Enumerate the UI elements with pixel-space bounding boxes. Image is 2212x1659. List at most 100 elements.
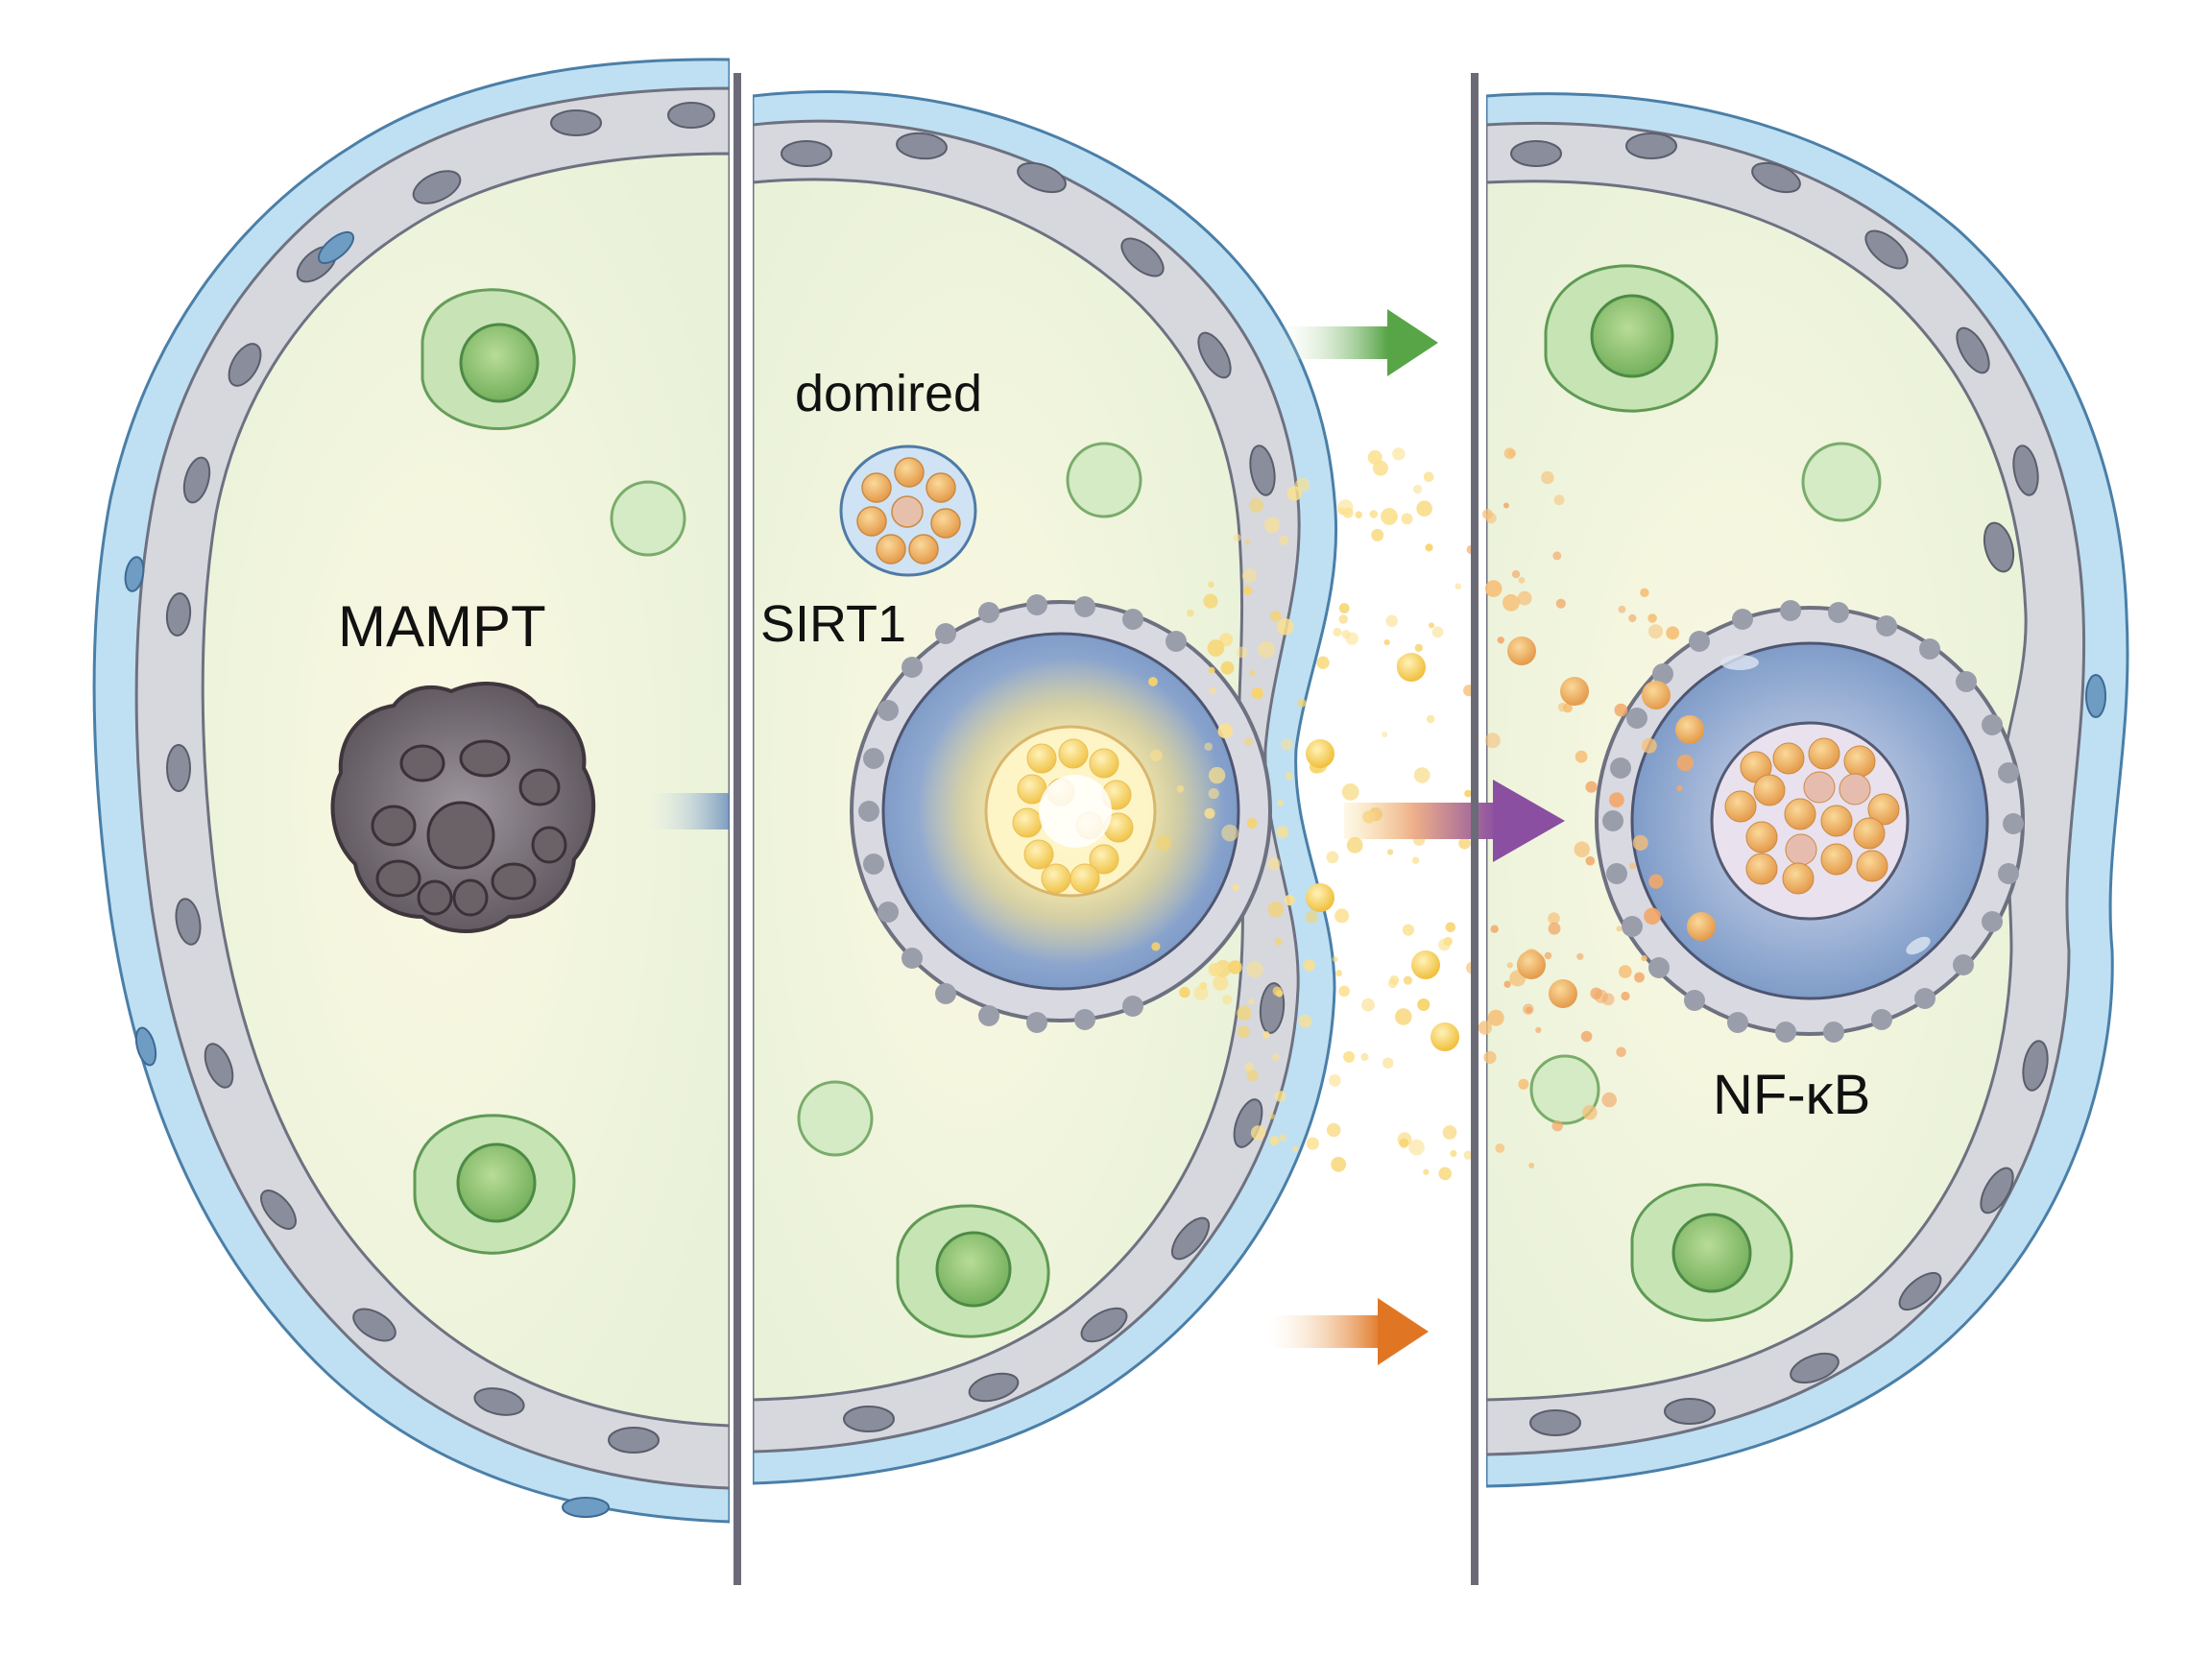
panel-middle: domired SIRT1: [753, 90, 1438, 1485]
granule: [1411, 856, 1420, 864]
granule: [1387, 978, 1398, 989]
granule: [1249, 669, 1256, 677]
granulosa-nuclei: [858, 594, 1187, 1033]
granule: [1298, 1014, 1312, 1028]
granule: [1485, 512, 1497, 524]
panel-right: NF-κB: [1486, 92, 2129, 1488]
granule: [1648, 624, 1663, 639]
granule: [1244, 1062, 1254, 1072]
granule: [1644, 907, 1661, 926]
granule: [1333, 627, 1342, 637]
granule: [1326, 851, 1339, 864]
label-sirt1: SIRT1: [760, 595, 906, 653]
granule: [1361, 998, 1375, 1012]
granule: [1326, 1122, 1341, 1138]
green-cell: [797, 1080, 874, 1157]
granule: [1155, 835, 1171, 852]
granule: [1484, 733, 1501, 749]
granule: [1270, 611, 1282, 622]
granule-large: [1397, 653, 1426, 682]
granule: [1392, 447, 1406, 461]
granule-large: [1411, 950, 1440, 979]
granule: [1209, 686, 1216, 695]
granule: [1305, 910, 1318, 924]
granule: [1269, 1113, 1275, 1119]
granule-large: [1306, 739, 1334, 768]
granulosa-nuclei: [1602, 600, 2024, 1043]
granule: [1518, 577, 1526, 584]
granule: [1629, 862, 1637, 870]
granule-large: [1306, 883, 1334, 912]
arrow-orange: [1267, 1298, 1429, 1365]
granule: [1258, 640, 1275, 659]
granule: [1342, 507, 1354, 518]
granule: [1251, 687, 1263, 700]
granule: [1237, 1005, 1252, 1021]
granule: [1517, 590, 1532, 606]
granule: [1616, 1046, 1626, 1058]
granule: [1484, 580, 1503, 597]
green-cell: [1630, 1183, 1793, 1322]
granule: [1616, 926, 1623, 932]
granule: [1455, 583, 1461, 590]
granule: [1518, 1078, 1529, 1090]
granule: [1381, 508, 1398, 525]
granule: [1438, 938, 1451, 951]
granule: [1213, 974, 1229, 991]
granule: [1641, 954, 1647, 962]
granule: [1271, 1053, 1280, 1062]
granule: [1413, 767, 1431, 783]
green-cell: [610, 480, 686, 557]
granule: [1237, 1025, 1250, 1039]
granule: [1385, 614, 1398, 628]
granule: [1548, 912, 1560, 925]
granule: [1228, 960, 1242, 974]
green-cell: [1801, 442, 1882, 522]
arrow-blue: [643, 793, 730, 830]
granule: [1232, 884, 1239, 892]
granule: [1544, 951, 1552, 960]
granule: [1463, 1150, 1474, 1160]
granule: [1666, 626, 1680, 640]
granule: [1331, 1156, 1347, 1172]
epithelial-nuclei: [781, 132, 1286, 1432]
granule: [1306, 1137, 1319, 1150]
granule: [1221, 824, 1238, 842]
granule: [1417, 998, 1431, 1011]
green-cell: [1066, 442, 1142, 518]
granule: [1151, 942, 1161, 951]
mampt-cluster: [330, 682, 596, 933]
granule: [1490, 925, 1499, 933]
granule: [1236, 646, 1248, 659]
granule: [1601, 1092, 1617, 1108]
granule: [1217, 723, 1233, 739]
granule: [1243, 586, 1253, 595]
granule: [1284, 895, 1295, 906]
granule: [1262, 1031, 1270, 1039]
granule: [1222, 995, 1233, 1005]
membrane-nuclei: [124, 230, 610, 1518]
granule: [1250, 1125, 1266, 1141]
granule: [1628, 613, 1637, 623]
granule: [1503, 447, 1516, 460]
granule: [1423, 471, 1434, 483]
granule: [1277, 800, 1284, 806]
granule: [1399, 1138, 1409, 1148]
granule: [1338, 614, 1348, 624]
granule-large: [1517, 950, 1546, 979]
granule: [1425, 543, 1433, 552]
green-cell: [1544, 264, 1719, 413]
granule: [1267, 857, 1281, 871]
granule: [1233, 534, 1241, 542]
arrow-green: [1277, 309, 1438, 376]
granule: [1426, 714, 1435, 724]
granule: [1535, 1026, 1542, 1033]
granule: [1497, 637, 1505, 644]
granule: [1329, 1074, 1341, 1087]
granule-large: [1642, 681, 1671, 709]
granule-large: [1675, 715, 1704, 744]
granule: [1332, 956, 1338, 963]
granule: [1372, 460, 1388, 476]
granule: [1187, 609, 1194, 617]
granule: [1402, 924, 1414, 936]
